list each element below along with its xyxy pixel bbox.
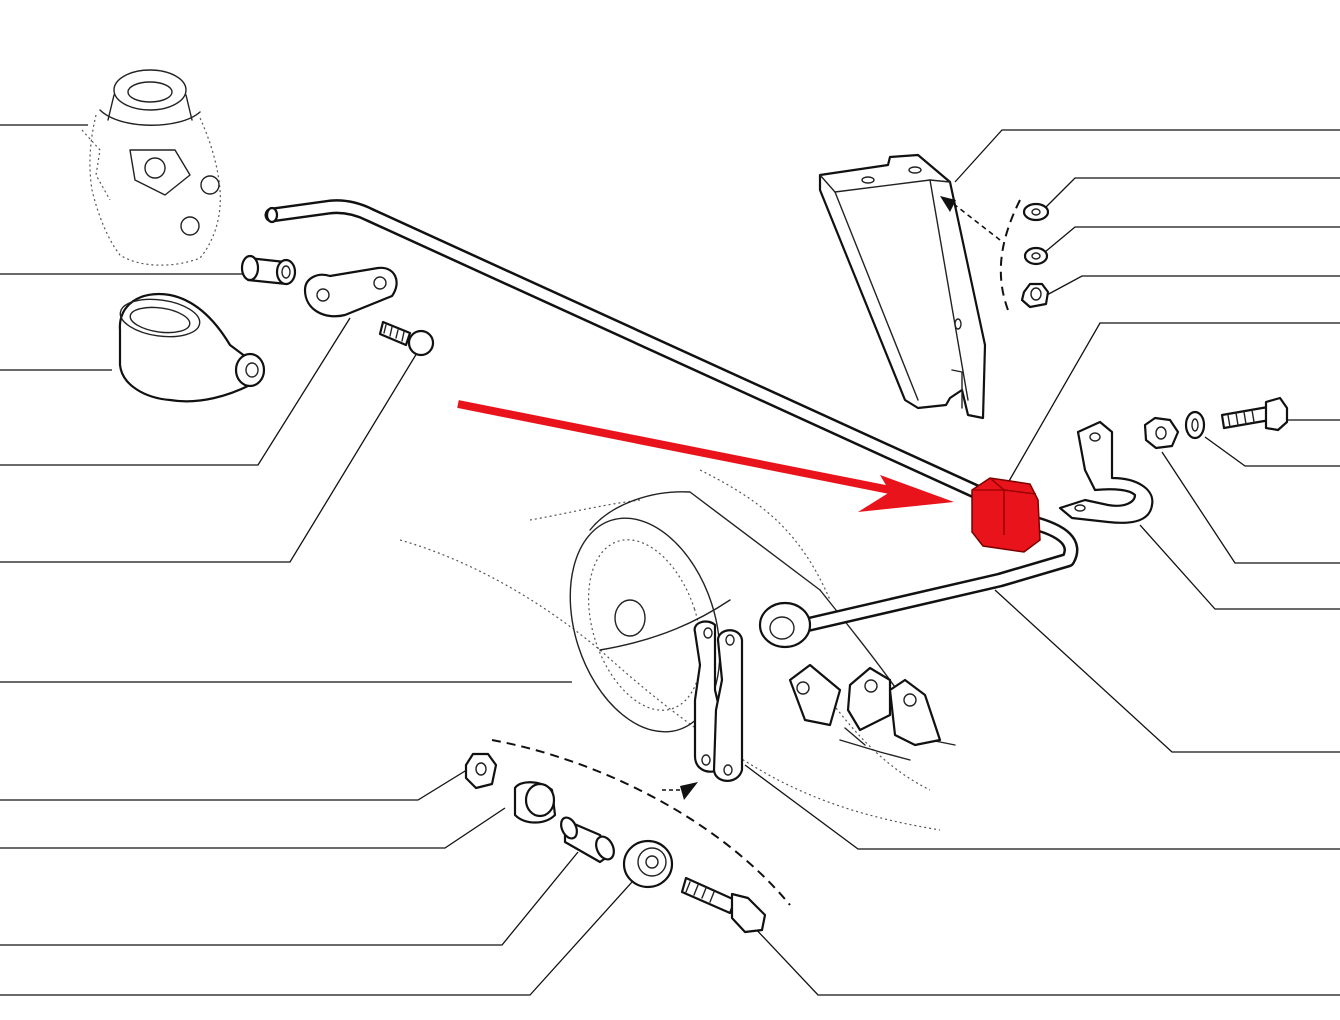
small-bolt-upper — [378, 320, 435, 357]
rubber-bush-small — [513, 781, 557, 824]
spacer-sleeve-lower — [560, 816, 615, 864]
link-plate-upper — [303, 266, 398, 318]
callout-line-nut-right — [1161, 451, 1340, 564]
red-pointer-arrow — [457, 400, 954, 512]
washer-top — [1022, 202, 1050, 222]
callout-line-bolt-bottom — [751, 924, 1340, 996]
spring-washer-right — [1184, 410, 1206, 440]
assembly-guide-arc-upper — [999, 199, 1021, 311]
callout-line-washer-top — [1044, 177, 1340, 209]
callout-line-clamp — [1139, 524, 1340, 610]
bar-clamp — [1058, 420, 1154, 524]
bushing-cup — [118, 292, 266, 403]
nut-right — [1143, 416, 1180, 450]
mounting-bracket — [818, 153, 987, 420]
right-callout-lines — [744, 129, 1340, 996]
arrowhead-lower — [680, 782, 698, 800]
callout-line-spring-washer-top — [1044, 226, 1340, 253]
callout-line-bracket — [954, 129, 1340, 183]
callout-line-bushing — [1004, 322, 1340, 489]
left-callout-lines — [0, 124, 633, 996]
callout-line-spacer — [0, 851, 579, 946]
callout-line-stabilizer-bar — [994, 589, 1340, 753]
assembly-arrow-upper — [954, 204, 1001, 241]
callout-line-connecting-link — [744, 764, 1340, 850]
spring-washer-top — [1023, 246, 1049, 266]
callout-line-rubber-bush — [0, 807, 506, 849]
bolt-right — [1220, 396, 1289, 432]
bolt-bottom — [680, 876, 767, 934]
callout-line-link-plate — [0, 317, 351, 466]
arrowhead-upper — [940, 196, 956, 212]
stabilizer-bushing-highlighted — [971, 477, 1041, 553]
callout-line-bush-large — [0, 881, 633, 996]
brake-pressure-regulator — [81, 69, 221, 266]
spacer-sleeve-upper — [240, 254, 297, 286]
nut-bottom — [464, 752, 498, 790]
callout-line-small-bolt — [0, 347, 421, 563]
callout-line-nut-bottom — [0, 767, 471, 801]
connecting-link — [693, 620, 744, 782]
assembly-guide-arc-lower — [491, 739, 791, 906]
rubber-bush-large — [622, 839, 674, 889]
callout-line-nut-top — [1044, 275, 1340, 297]
nut-top — [1020, 282, 1050, 309]
rear-axle-housing — [399, 469, 956, 831]
callout-line-spring-washer-right — [1204, 436, 1340, 467]
